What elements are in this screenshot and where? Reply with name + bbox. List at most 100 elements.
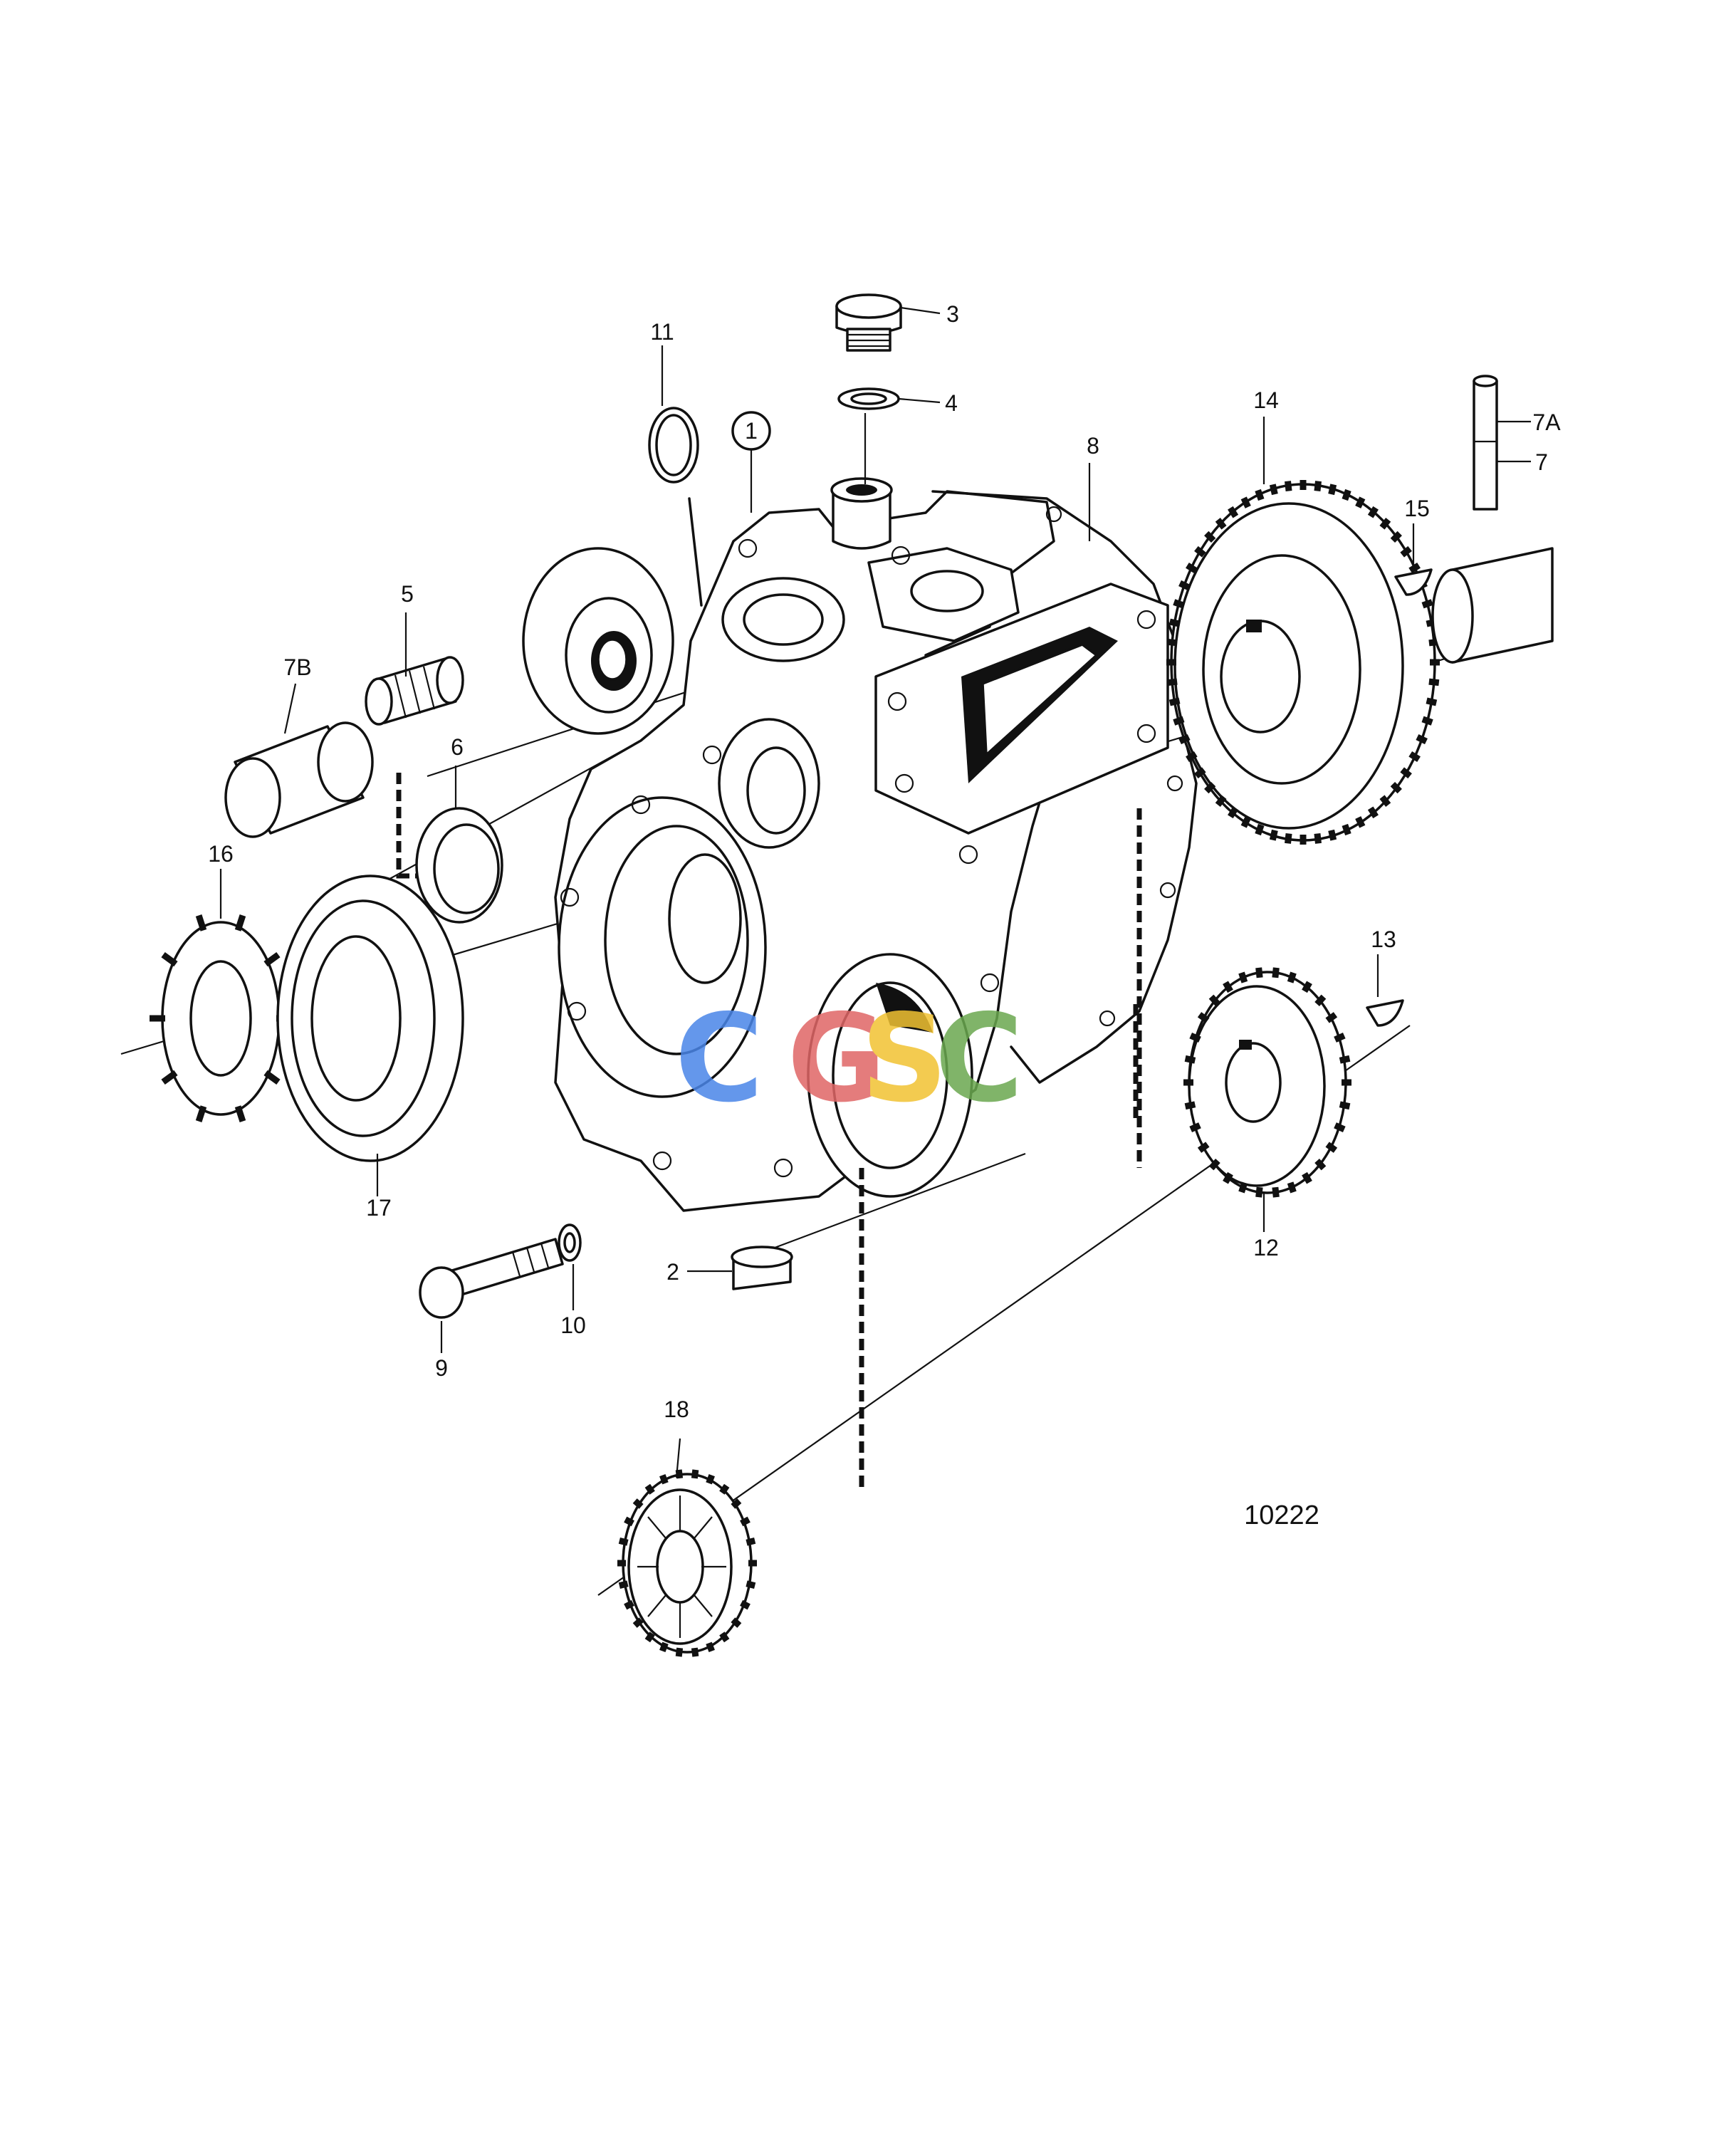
callout-10: 10 xyxy=(560,1312,586,1338)
gear-tooth xyxy=(1314,481,1322,492)
gear-tooth xyxy=(1228,806,1239,819)
gear-tooth xyxy=(1334,1032,1346,1043)
gear-tooth xyxy=(706,1473,715,1485)
gear-tooth xyxy=(1421,716,1433,726)
callout-1-circle xyxy=(731,411,771,451)
cap-7b xyxy=(224,721,374,838)
gear-tooth xyxy=(1204,781,1216,794)
gear-tooth xyxy=(1208,994,1220,1007)
o-ring xyxy=(648,407,703,607)
gear-tooth xyxy=(1215,795,1227,807)
gear-tooth xyxy=(1339,1055,1351,1064)
gear-tooth xyxy=(1408,751,1421,763)
gear-tooth xyxy=(1208,1158,1220,1171)
gear-tooth xyxy=(719,1632,730,1643)
gear-tooth xyxy=(1178,734,1191,745)
gear-tooth xyxy=(1228,506,1239,518)
callout-7b: 7B xyxy=(283,654,311,680)
gear-tooth xyxy=(1390,781,1402,794)
gear-tooth xyxy=(1342,823,1351,836)
callout-13: 13 xyxy=(1371,926,1396,952)
gear-tooth xyxy=(746,1580,756,1589)
washer-10 xyxy=(558,1223,582,1262)
gear-tooth xyxy=(1328,829,1337,841)
gear-tooth xyxy=(1173,716,1185,726)
gear-tooth xyxy=(1314,832,1322,844)
callout-7: 7 xyxy=(1535,449,1548,475)
svg-text:G: G xyxy=(787,988,887,1129)
gear-tooth xyxy=(1342,489,1351,501)
gear-tooth xyxy=(731,1617,742,1628)
gear-tooth xyxy=(1189,1032,1201,1043)
gear-tooth xyxy=(1379,795,1391,807)
gear-tooth xyxy=(234,1105,246,1122)
gear-tooth xyxy=(706,1641,715,1653)
callout-9: 9 xyxy=(435,1355,448,1381)
gear-tooth xyxy=(1255,967,1263,978)
callout-labels: 1 2 3 4 5 6 7 7A 7B 8 9 10 11 12 13 14 1… xyxy=(208,301,1561,1530)
gear-tooth xyxy=(659,1641,669,1653)
crank-gear-12 xyxy=(1183,967,1351,1198)
drawing-number: 10222 xyxy=(1244,1500,1319,1530)
gear-tooth xyxy=(1186,751,1198,763)
watermark-logo: C G S C xyxy=(675,988,1024,1129)
gear-tooth xyxy=(740,1516,751,1527)
gear-tooth xyxy=(1194,546,1206,558)
gear-tooth xyxy=(1325,1012,1338,1023)
callout-4: 4 xyxy=(945,390,958,416)
gear-tooth xyxy=(195,914,207,931)
gear-tooth xyxy=(1355,496,1366,508)
gear-tooth xyxy=(1197,1142,1210,1153)
gear-tooth xyxy=(1367,806,1379,819)
bolt-9 xyxy=(419,1238,564,1319)
gear-tooth xyxy=(624,1516,634,1527)
gear-tooth xyxy=(1269,484,1278,496)
gear-tooth xyxy=(659,1473,669,1485)
gear-tooth xyxy=(1178,580,1191,591)
gear-tooth xyxy=(1416,734,1428,745)
gear-tooth xyxy=(644,1632,655,1643)
gear-tooth xyxy=(1255,823,1265,836)
gear-tooth xyxy=(719,1483,730,1495)
gear-tooth xyxy=(1328,484,1337,496)
outer-rotor-17 xyxy=(276,875,464,1162)
gear-tooth xyxy=(618,1580,629,1589)
gear-tooth xyxy=(1355,816,1366,828)
callout-7a: 7A xyxy=(1532,409,1561,435)
callout-5: 5 xyxy=(401,581,414,607)
gear-tooth xyxy=(746,1538,756,1546)
svg-text:S: S xyxy=(861,988,948,1129)
gear-tooth xyxy=(691,1469,699,1479)
gear-tooth xyxy=(1325,1142,1338,1153)
callout-12: 12 xyxy=(1253,1235,1279,1260)
callout-1: 1 xyxy=(745,418,758,444)
gear-tooth xyxy=(1168,697,1181,706)
callout-6: 6 xyxy=(451,734,464,760)
sealing-washer-4 xyxy=(837,387,900,410)
gear-tooth xyxy=(1287,971,1297,983)
gear-tooth xyxy=(1238,1181,1248,1194)
callout-8: 8 xyxy=(1087,433,1099,459)
gear-tooth xyxy=(1189,1122,1201,1133)
callout-14: 14 xyxy=(1253,387,1279,413)
gear-tooth xyxy=(1255,489,1265,501)
gear-tooth xyxy=(691,1647,699,1657)
gear-tooth xyxy=(1379,518,1391,530)
svg-text:C: C xyxy=(935,988,1024,1129)
gear-tooth xyxy=(1223,1171,1233,1184)
gear-tooth xyxy=(618,1538,629,1546)
gear-tooth xyxy=(1390,531,1402,543)
callout-18: 18 xyxy=(664,1397,689,1422)
gear-tooth xyxy=(1421,599,1433,609)
woodruff-key-13 xyxy=(1366,999,1404,1027)
gasket-outline xyxy=(931,490,1198,1084)
gear-tooth xyxy=(1166,678,1178,687)
svg-text:C: C xyxy=(675,988,764,1129)
gear-tooth xyxy=(1428,678,1440,687)
gear-tooth xyxy=(1240,496,1251,508)
gear-tooth xyxy=(1255,1186,1263,1198)
gear-tooth xyxy=(1272,967,1280,978)
filler-plug xyxy=(835,293,902,352)
gear-tooth xyxy=(263,952,281,967)
callout-16: 16 xyxy=(208,841,234,867)
